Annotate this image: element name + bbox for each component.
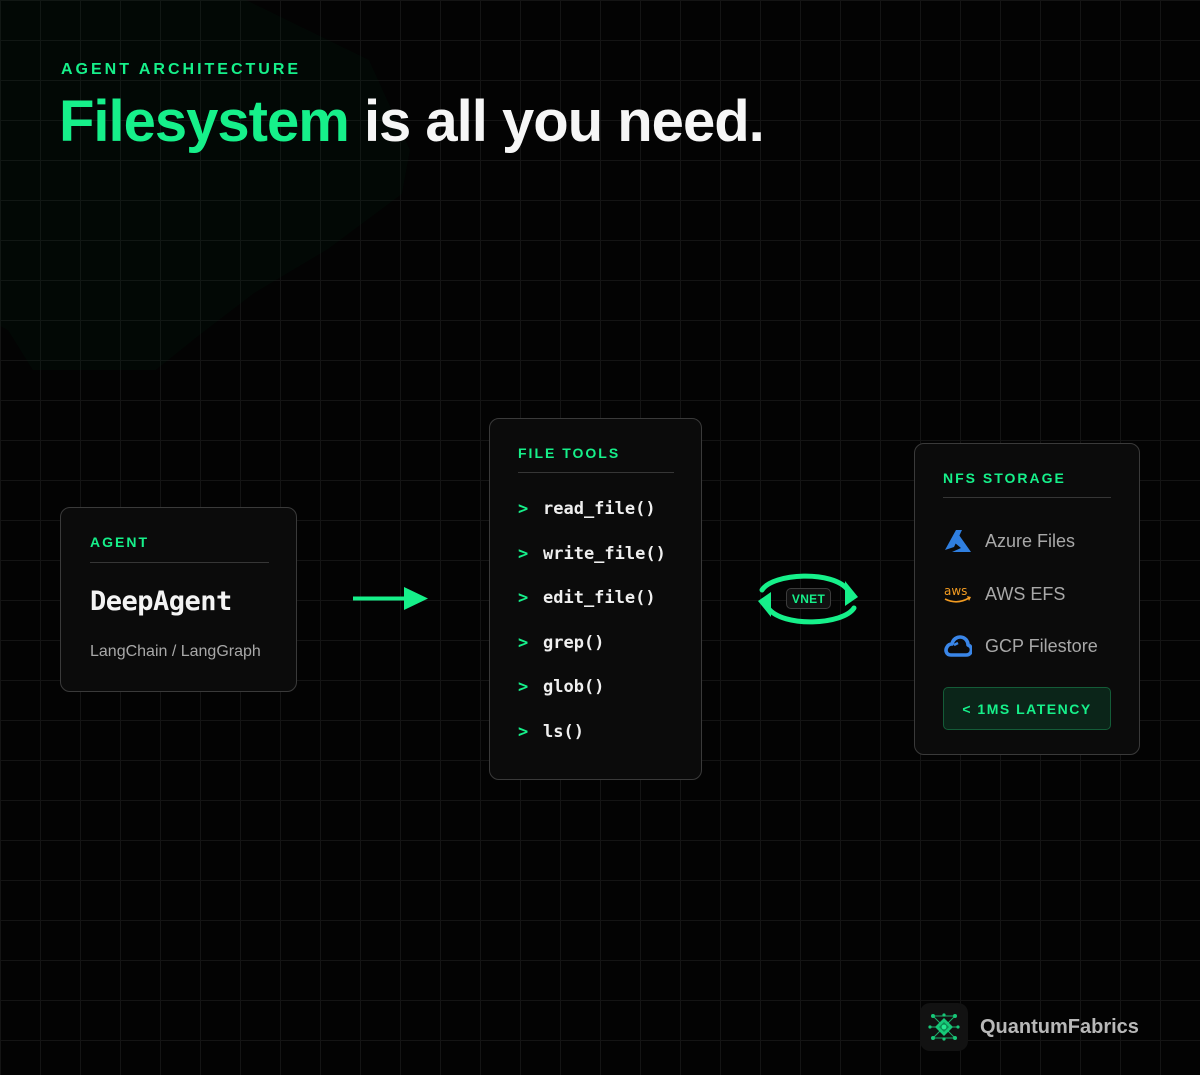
provider-gcp: GCP Filestore — [943, 633, 1098, 659]
tool-item: > read_file() — [518, 499, 666, 544]
azure-icon — [943, 528, 973, 554]
svg-text:aws: aws — [944, 584, 967, 598]
title-accent: Filesystem — [59, 89, 350, 154]
vnet-badge: VNET — [786, 588, 831, 609]
prompt-icon: > — [518, 721, 529, 742]
provider-azure: Azure Files — [943, 528, 1075, 554]
tool-name: read_file() — [543, 499, 656, 519]
tool-name: write_file() — [543, 543, 666, 564]
title-rest: is all you need. — [348, 89, 765, 154]
latency-badge: < 1MS LATENCY — [943, 687, 1111, 730]
tool-list: >read_file() >write_file() >edit_file() … — [518, 499, 666, 766]
divider — [90, 562, 269, 563]
prompt-icon: > — [518, 499, 529, 519]
tool-name: glob() — [543, 677, 605, 697]
arrow-right-icon — [353, 587, 428, 610]
brand: QuantumFabrics — [920, 1003, 1139, 1051]
prompt-icon: > — [518, 543, 529, 564]
divider — [518, 472, 674, 473]
prompt-icon: > — [518, 632, 529, 653]
tool-item: > grep() — [518, 633, 666, 678]
prompt-icon: > — [518, 588, 529, 608]
background-glow — [0, 150, 410, 370]
card-label: NFS STORAGE — [943, 470, 1066, 486]
sync-arrows-icon — [758, 573, 858, 625]
card-label: AGENT — [90, 534, 149, 550]
aws-icon: aws — [943, 581, 973, 607]
provider-aws: aws AWS EFS — [943, 581, 1065, 607]
divider — [943, 497, 1111, 498]
tool-name: grep() — [543, 632, 605, 653]
tool-item: > glob() — [518, 677, 666, 722]
agent-framework: LangChain / LangGraph — [90, 643, 261, 660]
quantum-network-icon — [920, 1003, 968, 1051]
provider-name: Azure Files — [985, 530, 1076, 551]
gcp-cloud-icon — [943, 633, 973, 659]
tool-name: edit_file() — [543, 588, 656, 608]
agent-card: AGENT DeepAgent LangChain / LangGraph — [60, 507, 297, 692]
eyebrow-label: AGENT ARCHITECTURE — [61, 61, 302, 78]
agent-name: DeepAgent — [90, 586, 232, 617]
prompt-icon: > — [518, 677, 529, 697]
provider-name: AWS EFS — [985, 583, 1066, 604]
tool-item: > ls() — [518, 722, 666, 767]
file-tools-card: FILE TOOLS > read_file() > write_file() > e… — [489, 418, 702, 780]
page-title: Filesystem is all you need. — [59, 88, 765, 155]
tool-item: > edit_file() — [518, 588, 666, 633]
tool-name: ls() — [543, 721, 584, 742]
card-label: FILE TOOLS — [518, 445, 621, 461]
nfs-storage-card: NFS STORAGE Azure Files aws AWS EFS — [914, 443, 1140, 755]
brand-name: QuantumFabrics — [980, 1015, 1139, 1038]
provider-name: GCP Filestore — [985, 635, 1098, 656]
tool-item: > write_file() — [518, 544, 666, 589]
